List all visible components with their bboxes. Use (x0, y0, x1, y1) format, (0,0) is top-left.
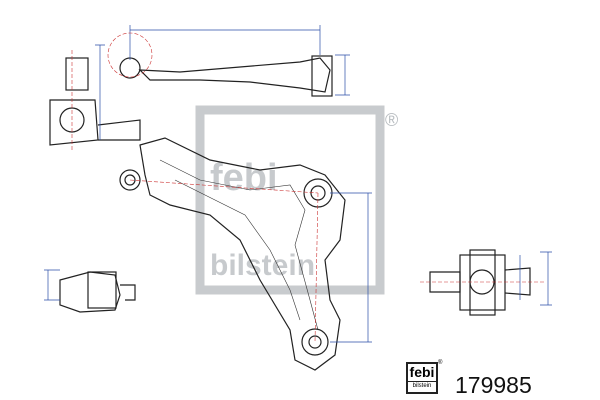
brand-logo-top: febi (409, 364, 435, 380)
watermark-registered-mark: ® (385, 110, 399, 130)
left-bushing-view (44, 269, 136, 313)
watermark-logo: febi bilstein (195, 105, 385, 295)
watermark-text-bottom: bilstein (210, 249, 315, 282)
part-number: 179985 (455, 372, 532, 398)
control-arm-main-view (119, 137, 372, 371)
brand-logo: febi bilstein (406, 362, 438, 394)
brand-logo-bottom: bilstein (408, 381, 436, 390)
ball-joint-view (49, 44, 141, 150)
registered-mark: ® (438, 360, 443, 366)
watermark-text-top: febi (210, 157, 278, 199)
right-bushing-view (420, 249, 552, 316)
top-side-view (107, 25, 350, 97)
